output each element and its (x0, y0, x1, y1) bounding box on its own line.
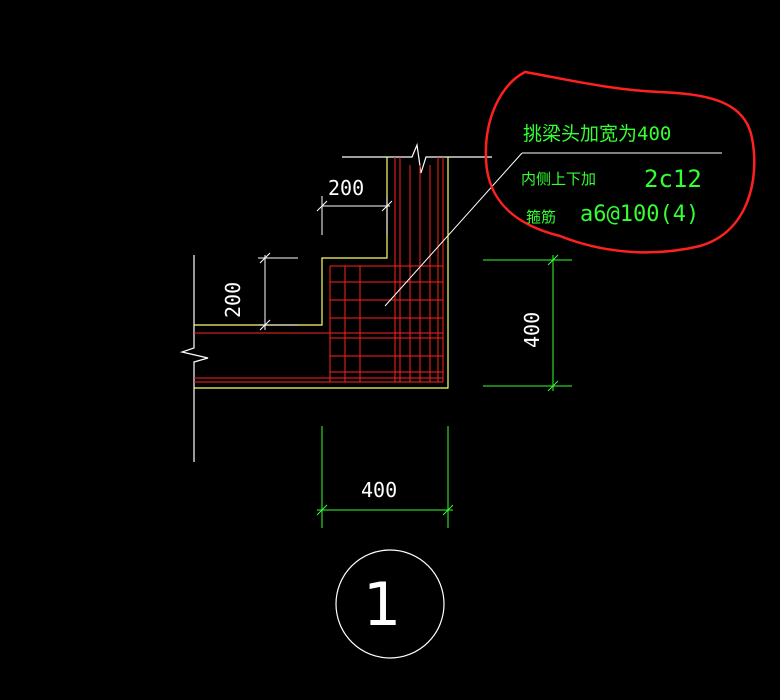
annotation-line3-label: 箍筋 (526, 208, 557, 226)
dim-text-right-height: 400 (520, 311, 544, 348)
annotation-line1: 挑梁头加宽为400 (523, 123, 672, 145)
annotation-line2-label: 内侧上下加 (521, 170, 597, 188)
dimension-right-height (483, 254, 572, 392)
highlight-circle (484, 70, 756, 254)
top-break-line (342, 142, 492, 174)
left-break-line (179, 255, 209, 462)
annotation-line2-value: 2c12 (644, 165, 702, 193)
dim-text-top-step: 200 (328, 176, 365, 200)
dim-text-left-step: 200 (221, 281, 245, 318)
detail-number: 1 (363, 570, 402, 640)
dimension-left-step (258, 252, 298, 331)
rebar-cage (194, 157, 444, 383)
annotation-line3-value: a6@100(4) (580, 202, 700, 227)
dim-text-bottom-width: 400 (361, 478, 398, 502)
dimension-top-step (316, 196, 393, 235)
annotation-leader (384, 152, 722, 307)
dimension-bottom-width (316, 426, 454, 528)
detail-number-circle (335, 549, 445, 659)
